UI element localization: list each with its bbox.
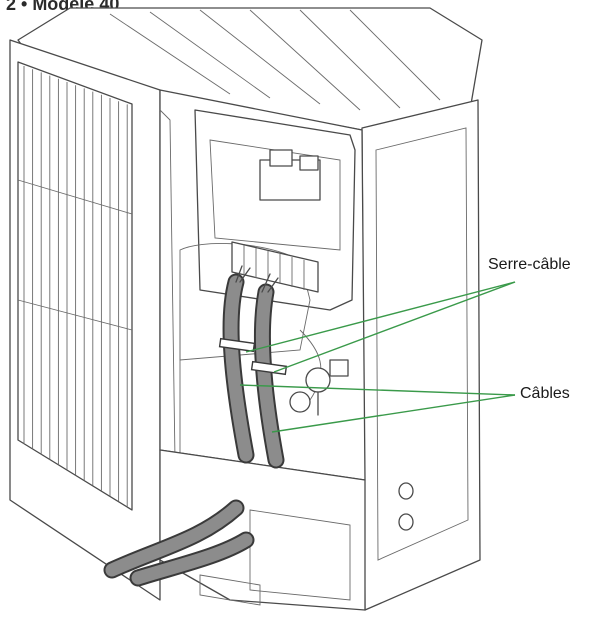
terminal-block	[231, 241, 319, 293]
mounting-hole-lower	[398, 513, 414, 531]
cable-tie-left	[218, 337, 256, 353]
leader-lines	[239, 281, 516, 433]
leader-line-cable-left	[239, 384, 516, 396]
leader-line-cable-right	[271, 394, 516, 433]
leader-line-cable-tie-left	[245, 281, 516, 353]
refrigerant-valves	[289, 359, 349, 416]
cables-label: Câbles	[520, 385, 570, 402]
external-cables	[103, 499, 255, 587]
side-grille-panel	[9, 39, 161, 601]
cable-tie-label: Serre-câble	[488, 256, 571, 273]
mounting-hole-upper	[398, 482, 414, 500]
leader-line-cable-tie-right	[273, 281, 516, 373]
unit-front-panel	[361, 99, 481, 611]
control-board	[259, 149, 321, 201]
